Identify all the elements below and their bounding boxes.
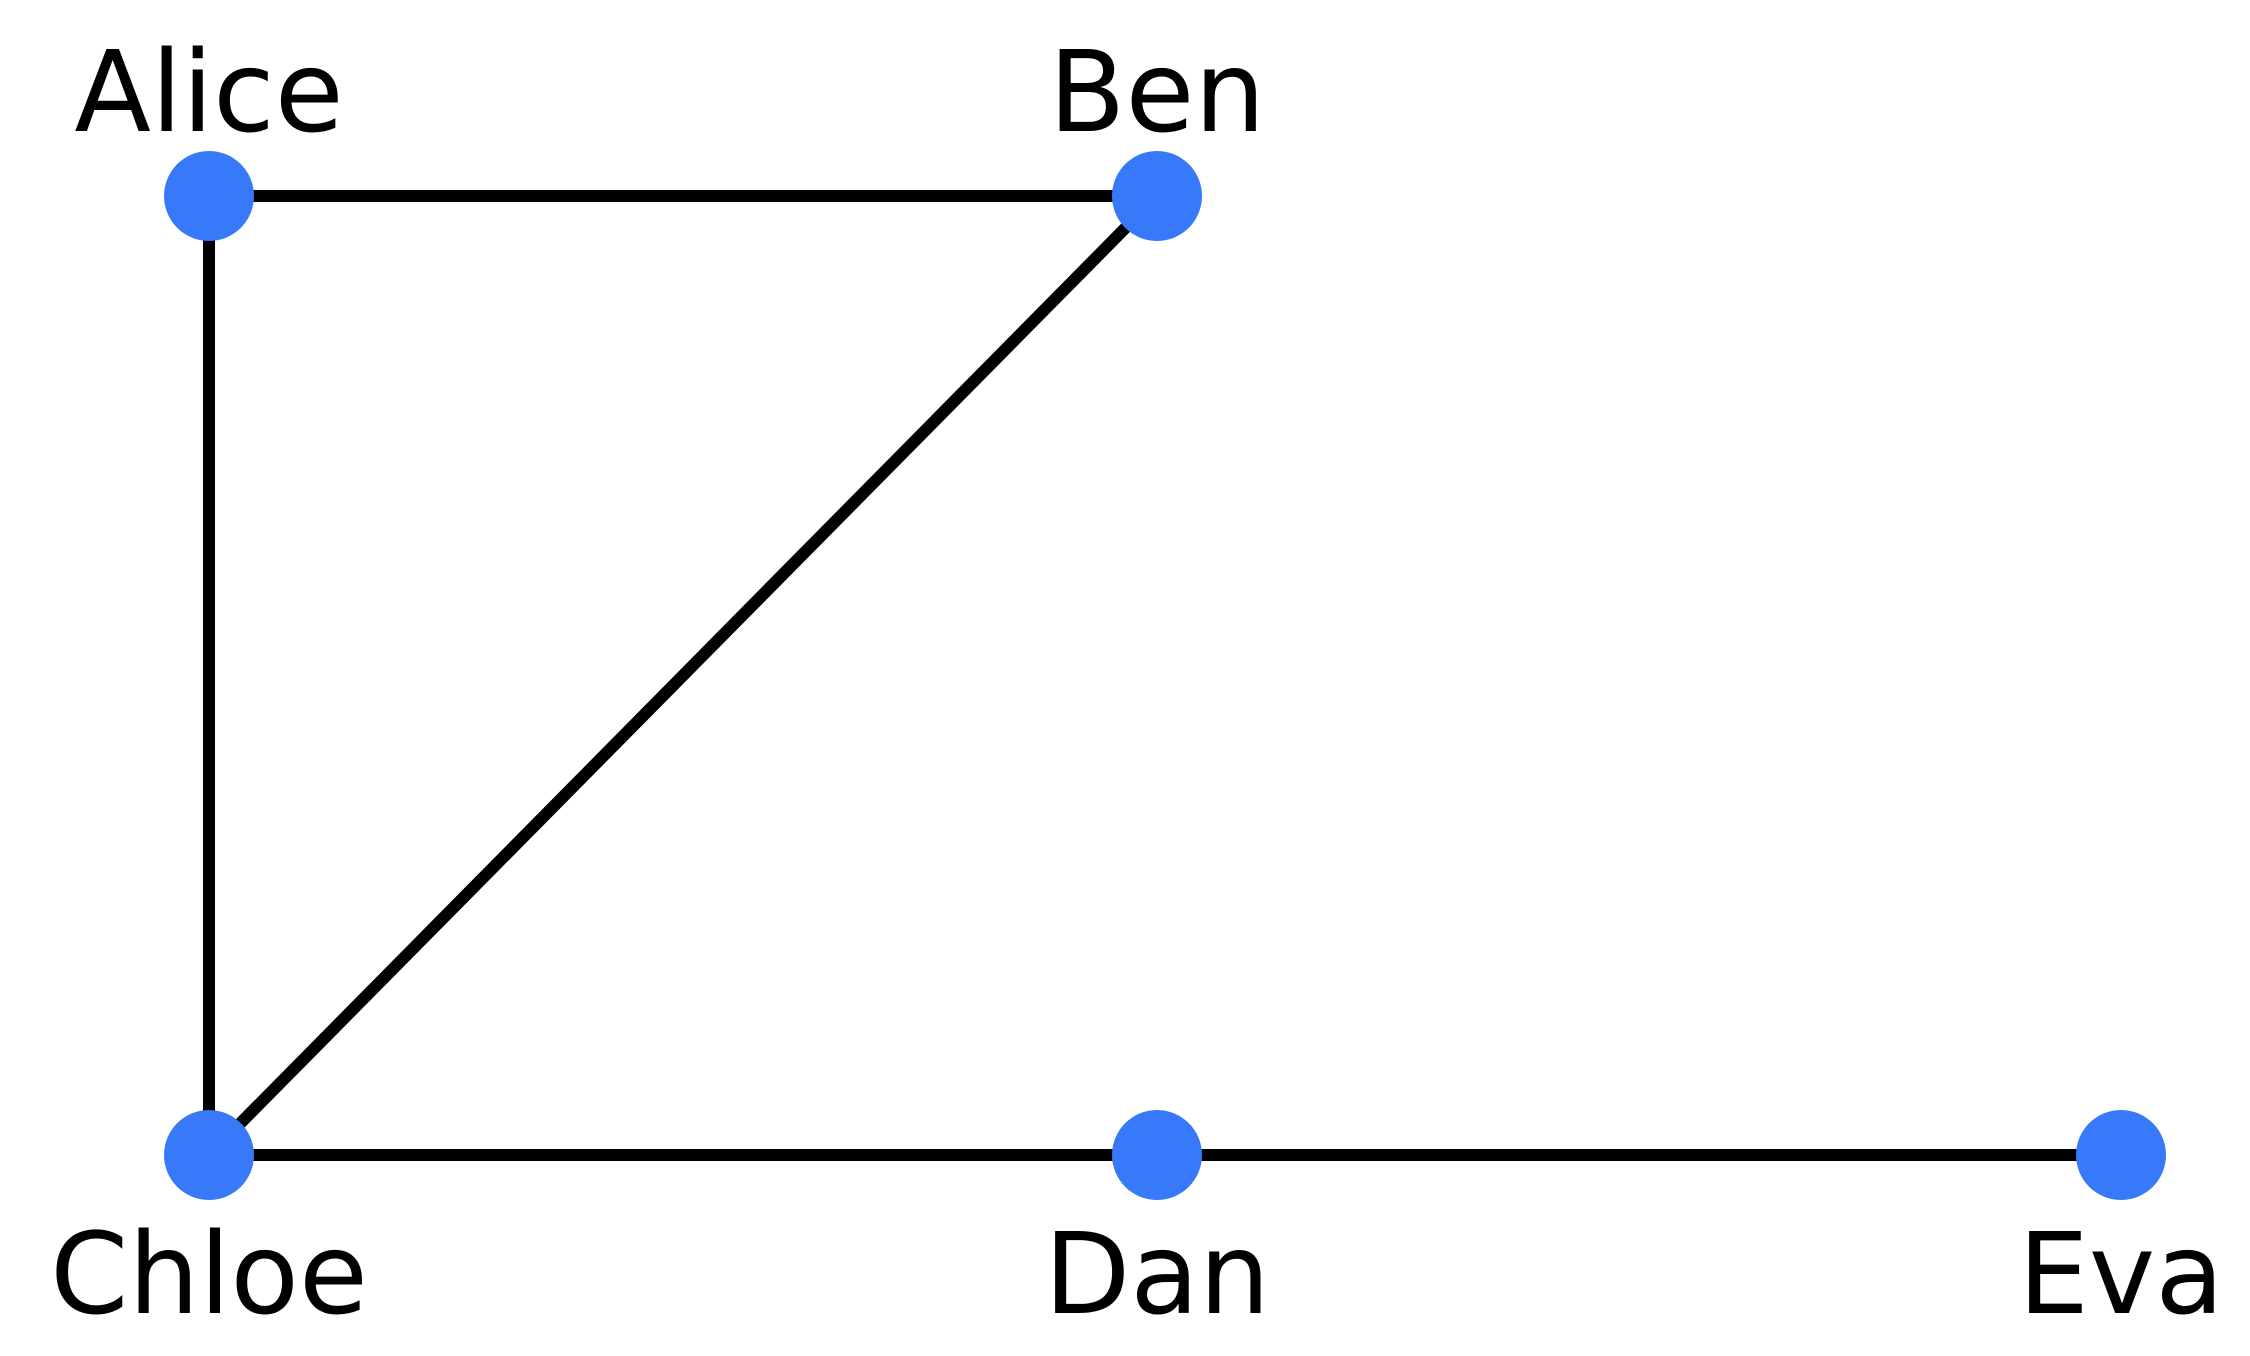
node-chloe	[164, 1110, 254, 1200]
node-label-dan: Dan	[1044, 1210, 1270, 1340]
edge-ben-chloe	[204, 191, 1162, 1160]
nodes-layer	[164, 151, 2166, 1200]
node-ben	[1112, 151, 1202, 241]
edges-layer	[203, 190, 2121, 1161]
node-alice	[164, 151, 254, 241]
node-label-chloe: Chloe	[50, 1210, 368, 1340]
node-dan	[1112, 1110, 1202, 1200]
node-label-eva: Eva	[2018, 1210, 2224, 1340]
node-label-alice: Alice	[74, 28, 343, 158]
node-label-ben: Ben	[1049, 28, 1266, 158]
node-eva	[2076, 1110, 2166, 1200]
